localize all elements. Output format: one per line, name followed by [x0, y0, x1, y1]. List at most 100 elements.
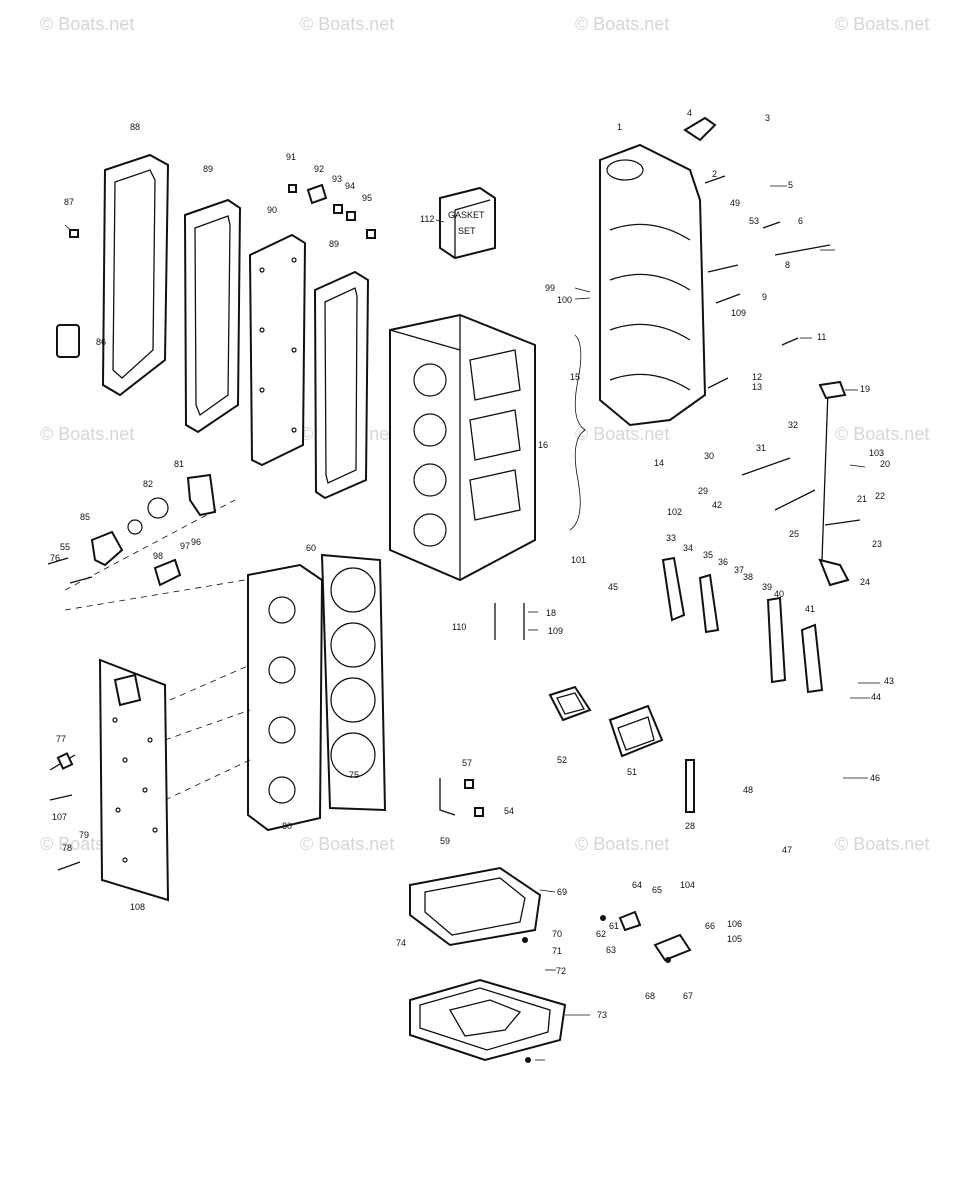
callout-46: 46 — [870, 773, 880, 783]
callout-77: 77 — [56, 734, 66, 744]
watermark-text: © Boats.net — [300, 14, 394, 34]
callout-31: 31 — [756, 443, 766, 453]
callout-59: 59 — [440, 836, 450, 846]
callout-96: 96 — [191, 537, 201, 547]
callout-87: 87 — [64, 197, 74, 207]
callout-81: 81 — [174, 459, 184, 469]
thermostat-cover-assembly — [47, 473, 217, 587]
gasket-52 — [548, 685, 592, 722]
exhaust-plate-90 — [248, 233, 307, 467]
callout-94: 94 — [345, 181, 355, 191]
callout-65: 65 — [652, 885, 662, 895]
small-plate-86 — [56, 324, 80, 358]
callout-97: 97 — [180, 541, 190, 551]
small-linkage-parts — [522, 910, 692, 1063]
callout-9: 9 — [762, 292, 767, 302]
callout-100: 100 — [557, 295, 572, 305]
callout-62: 62 — [596, 929, 606, 939]
watermark-text: © Boats.net — [575, 14, 669, 34]
watermark-text: © Boats.net — [40, 424, 134, 444]
callout-64: 64 — [632, 880, 642, 890]
alignment-line — [164, 709, 251, 741]
crankcase — [599, 143, 707, 427]
callout-61: 61 — [609, 921, 619, 931]
callout-106: 106 — [727, 919, 742, 929]
callout-11: 11 — [817, 332, 826, 342]
callout-34: 34 — [683, 543, 693, 553]
callout-33: 33 — [666, 533, 676, 543]
callout-89: 89 — [203, 164, 213, 174]
kit-label-line2: SET — [458, 226, 476, 236]
callout-39: 39 — [762, 582, 772, 592]
spark-plugs-fasteners — [49, 752, 81, 871]
callout-15: 15 — [570, 372, 580, 382]
callout-109: 109 — [548, 626, 563, 636]
callout-71: 71 — [552, 946, 562, 956]
callout-23: 23 — [872, 539, 882, 549]
callout-98: 98 — [153, 551, 163, 561]
callout-79: 79 — [79, 830, 89, 840]
callout-75: 75 — [349, 770, 359, 780]
callout-21: 21 — [857, 494, 867, 504]
callout-41: 41 — [805, 604, 815, 614]
watermark-text: © Boats.net — [300, 834, 394, 854]
callout-5: 5 — [788, 180, 793, 190]
alignment-line — [169, 664, 251, 701]
callout-82: 82 — [143, 479, 153, 489]
callout-104: 104 — [680, 880, 695, 890]
screw-87 — [64, 224, 79, 238]
callout-3: 3 — [765, 113, 770, 123]
cylinder-block — [389, 313, 536, 582]
watermark-text: © Boats.net — [40, 14, 134, 34]
callout-51: 51 — [627, 767, 637, 777]
callout-112: 112 — [420, 214, 434, 224]
watermark-text: © Boats.net — [835, 834, 929, 854]
callout-110: 110 — [452, 622, 466, 632]
callout-109: 109 — [731, 308, 746, 318]
callout-66: 66 — [705, 921, 715, 931]
callout-20: 20 — [880, 459, 890, 469]
callout-40: 40 — [774, 589, 784, 599]
alignment-line — [64, 579, 246, 611]
callout-14: 14 — [654, 458, 664, 468]
callout-53: 53 — [749, 216, 759, 226]
callout-88: 88 — [130, 122, 140, 132]
callout-22: 22 — [875, 491, 885, 501]
callout-44: 44 — [871, 692, 881, 702]
gasket-set-box: GASKET SET — [439, 186, 496, 260]
callout-95: 95 — [362, 193, 372, 203]
callout-67: 67 — [683, 991, 693, 1001]
callout-92: 92 — [314, 164, 324, 174]
callout-36: 36 — [718, 557, 728, 567]
exhaust-gasket-89b — [313, 270, 370, 500]
callout-63: 63 — [606, 945, 616, 955]
callout-13: 13 — [752, 382, 762, 392]
exhaust-cover-89 — [183, 198, 242, 434]
cylinder-head — [247, 563, 324, 832]
callout-25: 25 — [789, 529, 799, 539]
watermark-text: © Boats.net — [835, 424, 929, 444]
studs-14-18 — [494, 603, 525, 640]
callout-49: 49 — [730, 198, 740, 208]
callout-45: 45 — [608, 582, 618, 592]
head-cover-plate — [98, 658, 170, 902]
hose-46 — [769, 739, 830, 815]
callout-108: 108 — [130, 902, 145, 912]
callout-80: 80 — [282, 821, 292, 831]
callout-52: 52 — [557, 755, 567, 765]
watermark-text: © Boats.net — [835, 14, 929, 34]
callout-68: 68 — [645, 991, 655, 1001]
callout-78: 78 — [62, 843, 72, 853]
exhaust-cover-gasket-88 — [101, 153, 170, 397]
adapter-gasket-69 — [409, 866, 542, 947]
callout-47: 47 — [782, 845, 792, 855]
callout-60: 60 — [306, 543, 316, 553]
callout-73: 73 — [597, 1010, 607, 1020]
callout-93: 93 — [332, 174, 342, 184]
callout-2: 2 — [712, 169, 717, 179]
fasteners-57-59 — [439, 778, 484, 817]
callout-99: 99 — [545, 283, 555, 293]
callout-43: 43 — [884, 676, 894, 686]
callout-85: 85 — [80, 512, 90, 522]
